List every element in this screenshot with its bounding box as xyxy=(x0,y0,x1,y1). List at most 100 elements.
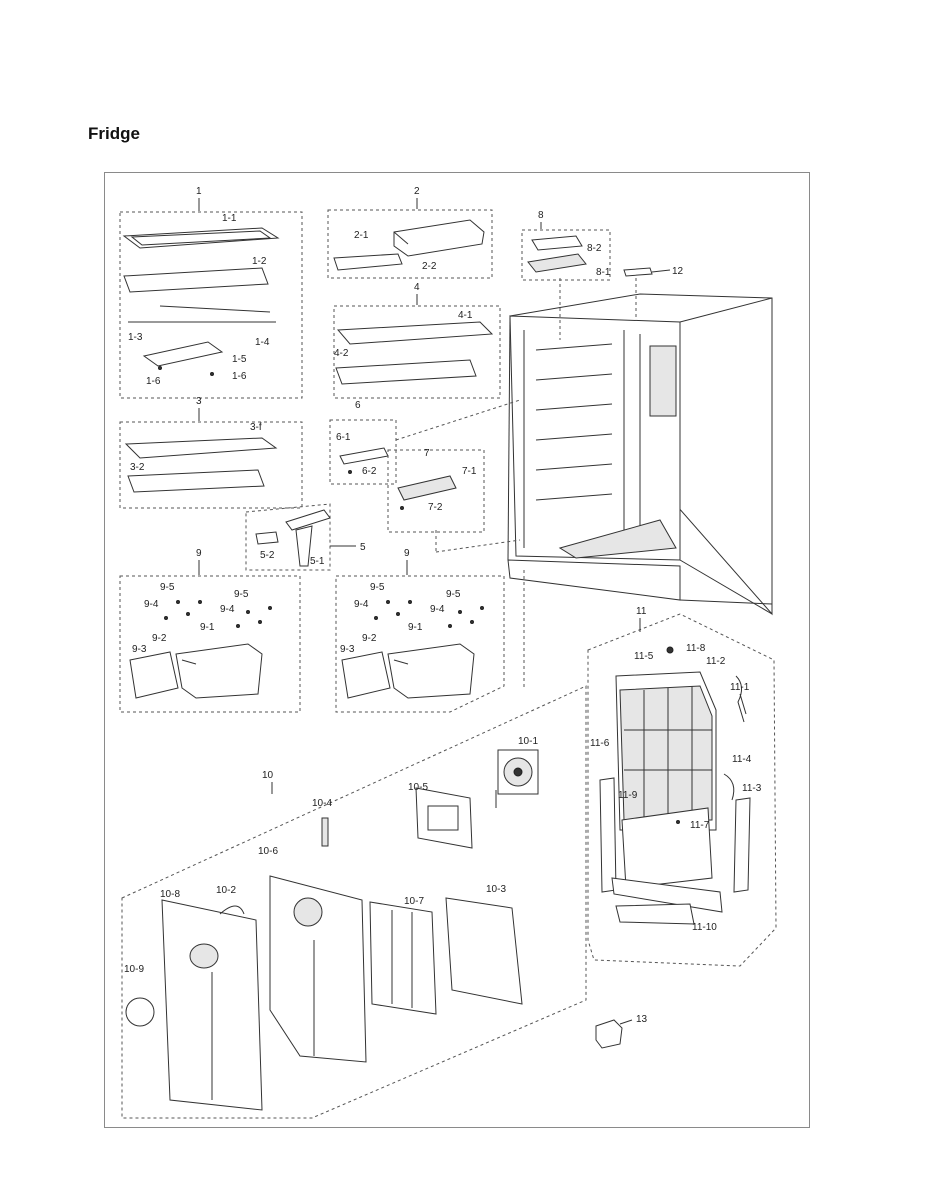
group-8-box xyxy=(521,229,611,281)
label-9-4b: 9-4 xyxy=(220,604,235,615)
label-6-1: 6-1 xyxy=(336,432,351,443)
label-1-3: 1-3 xyxy=(128,332,143,343)
group-4: 4 4-1 4-2 xyxy=(333,282,501,399)
light-8-1 xyxy=(527,253,587,273)
side-panel-11-6 xyxy=(599,777,617,893)
label-11-8: 11-8 xyxy=(686,643,706,654)
evaporator-core xyxy=(619,685,713,821)
part-12 xyxy=(623,267,653,277)
label-10-8: 10-8 xyxy=(160,889,180,900)
side-panel-right xyxy=(733,797,751,893)
duct-10-7 xyxy=(369,901,437,1015)
label-9-3-right: 9-3 xyxy=(340,644,355,655)
clip-5-2 xyxy=(255,531,279,545)
label-5-1: 5-1 xyxy=(310,556,325,567)
page-title: Fridge xyxy=(88,124,140,143)
label-1-5: 1-5 xyxy=(232,354,247,365)
wire-10-2 xyxy=(219,905,245,915)
group-9-left: 9 9-5 9-5 9-4 9-4 9-2 9-1 9-3 xyxy=(119,548,301,713)
group-5-label: 5 xyxy=(360,542,366,553)
group-6-label: 6 xyxy=(355,400,361,411)
label-9-5b-right: 9-5 xyxy=(446,589,461,600)
group-8: 8 8-2 8-1 12 xyxy=(521,210,684,281)
label-9-4a-right: 9-4 xyxy=(354,599,369,610)
group-3: 3 3-f 3-2 xyxy=(119,396,303,509)
label-9-1-right: 9-1 xyxy=(408,622,423,633)
cabinet-floor-grid xyxy=(558,519,677,559)
wire-11-2 xyxy=(735,675,745,723)
group-11-label: 11 xyxy=(636,606,647,617)
shelf-rail-1-4 xyxy=(159,305,271,313)
shelf-glass-4-2 xyxy=(335,359,477,385)
bin-9-1-right xyxy=(387,643,475,699)
bracket-5-1 xyxy=(285,509,331,531)
label-8-1: 8-1 xyxy=(596,267,611,278)
label-11-1: 11-1 xyxy=(730,682,750,693)
label-10-1: 10-1 xyxy=(518,736,538,747)
label-9-5b: 9-5 xyxy=(234,589,249,600)
group-2-box xyxy=(327,209,493,279)
label-10-3: 10-3 xyxy=(486,884,506,895)
label-1-6b: 1-6 xyxy=(232,371,247,382)
part-13 xyxy=(595,1019,623,1049)
label-1-6a: 1-6 xyxy=(146,376,161,387)
bin-9-1 xyxy=(175,643,263,699)
holder-6-1 xyxy=(339,447,389,465)
drain-pan xyxy=(611,877,723,913)
group-4-box xyxy=(333,305,501,399)
pin-11-1 xyxy=(739,693,747,715)
cover-11-9 xyxy=(621,807,713,889)
leader-lines xyxy=(395,278,637,690)
group-6-box xyxy=(329,419,397,485)
group-10: 10 10-1 10-5 10-4 10-6 10-2 10-8 10-7 10… xyxy=(121,685,587,1119)
fridge-cabinet xyxy=(507,293,773,616)
label-11-4: 11-4 xyxy=(732,754,752,765)
label-10-7: 10-7 xyxy=(404,896,424,907)
tray-11-10 xyxy=(615,903,695,925)
label-11-3: 11-3 xyxy=(742,783,762,794)
shelf-glass-1-2 xyxy=(123,267,269,293)
group-9-right-box xyxy=(335,575,505,713)
insulation-10-3 xyxy=(445,897,523,1005)
label-10-5: 10-5 xyxy=(408,782,428,793)
label-9-3: 9-3 xyxy=(132,644,147,655)
label-10-6: 10-6 xyxy=(258,846,278,857)
ring-10-9 xyxy=(125,997,155,1027)
label-9-4a: 9-4 xyxy=(144,599,159,610)
screw-11-7 xyxy=(676,820,680,824)
shelf-tray-1-5 xyxy=(142,341,224,367)
group-13: 13 xyxy=(595,1014,648,1049)
group-7-label: 7 xyxy=(424,448,430,459)
label-10-9: 10-9 xyxy=(124,964,144,975)
group-5: 5 5-1 5-2 xyxy=(245,503,366,571)
group-12-label: 12 xyxy=(672,266,684,277)
group-7-box xyxy=(387,449,485,533)
group-3-box xyxy=(119,421,303,509)
group-1-box xyxy=(119,211,303,399)
label-11-2: 11-2 xyxy=(706,656,726,667)
group-9-left-box xyxy=(119,575,301,713)
label-1-4: 1-4 xyxy=(255,337,270,348)
label-3-2: 3-2 xyxy=(130,462,145,473)
bin-front-9-2-right xyxy=(341,651,391,699)
label-3-1: 3-f xyxy=(250,422,262,433)
label-11-5: 11-5 xyxy=(634,651,654,662)
bin-front-9-2 xyxy=(129,651,179,699)
label-9-2: 9-2 xyxy=(152,633,167,644)
cover-10-6 xyxy=(269,875,367,1063)
diagram-frame xyxy=(104,172,810,1128)
label-5-2: 5-2 xyxy=(260,550,275,561)
label-9-5a: 9-5 xyxy=(160,582,175,593)
shelf-glass-3-2 xyxy=(127,469,265,493)
label-8-2: 8-2 xyxy=(587,243,602,254)
label-2-1: 2-1 xyxy=(354,230,369,241)
drawer-2-1 xyxy=(393,219,485,257)
group-9-right: 9 9-5 9-5 9-4 9-4 9-2 9-1 9-3 xyxy=(335,548,505,713)
label-10-2: 10-2 xyxy=(216,885,236,896)
label-9-4b-right: 9-4 xyxy=(430,604,445,615)
label-9-5a-right: 9-5 xyxy=(370,582,385,593)
group-1: 1 1-1 1-2 1-3 1-4 1-5 1-6 1-6 xyxy=(119,186,303,399)
label-2-2: 2-2 xyxy=(422,261,437,272)
label-11-9: 11-9 xyxy=(618,790,638,801)
